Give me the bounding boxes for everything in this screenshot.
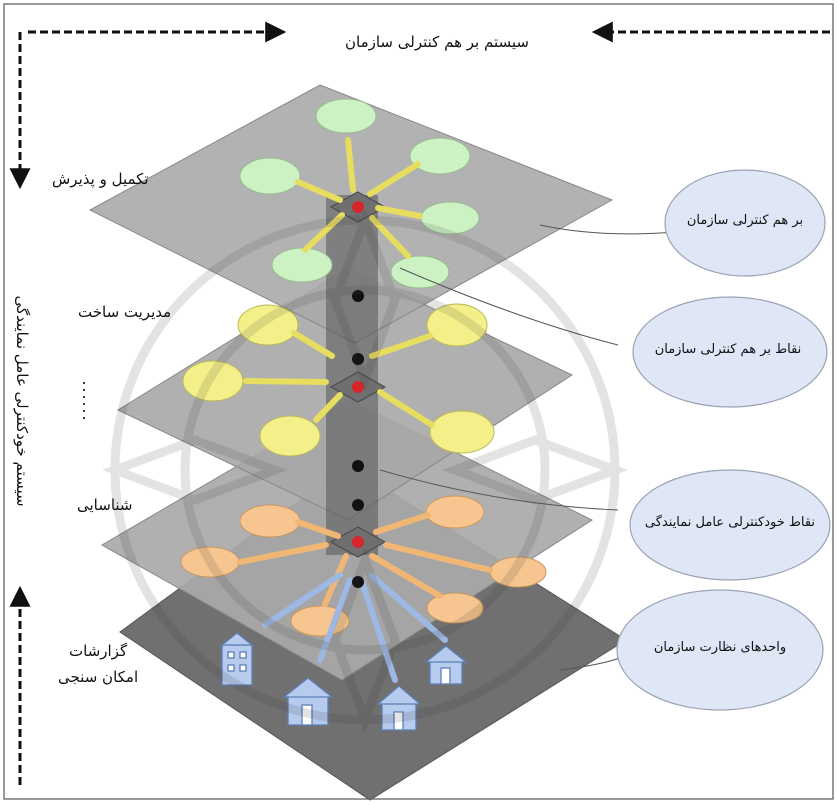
building-icon (282, 677, 334, 726)
red-control-point (352, 381, 364, 393)
building-icon (424, 645, 468, 685)
layer-label-reports: گزارشات امکان سنجی (58, 642, 139, 686)
yellow-node (259, 415, 321, 457)
vertical-dots: ...... (81, 369, 87, 423)
orange-node (426, 592, 484, 624)
green-node (390, 255, 450, 289)
red-control-point (352, 536, 364, 548)
black-self-control-point (352, 353, 364, 365)
building-icons (220, 632, 468, 731)
building-icon (376, 685, 422, 731)
diagram-title: سیستم بر هم کنترلی سازمان (345, 33, 529, 51)
layer2-arrows (243, 330, 435, 428)
yellow-node (429, 410, 495, 454)
callout-text-control: بر هم کنترلی سازمان (686, 213, 804, 228)
black-self-control-point (352, 499, 364, 511)
layer1-arrows (295, 137, 423, 259)
yellow-node (237, 304, 299, 346)
red-control-point (352, 201, 364, 213)
black-self-control-point (352, 460, 364, 472)
callout-ellipse (629, 469, 831, 581)
black-self-control-point (352, 290, 364, 302)
callout-connectors (379, 224, 677, 671)
green-node (239, 157, 301, 195)
callout-text-control-points: نقاط بر هم کنترلی سازمان (654, 342, 802, 357)
callout-ellipse (616, 589, 824, 711)
vertical-axis-label: سیستم خودکنترلی عامل نمایندگی (13, 295, 31, 507)
layer1-nodes (239, 98, 480, 289)
callout-ellipse (632, 296, 828, 408)
watermark-seal (102, 207, 628, 733)
layer-label-construction: مدیریت ساخت (78, 303, 172, 321)
layer-label-identification: شناسایی (77, 496, 133, 514)
layer2-nodes (182, 303, 495, 457)
layer4-arrows (262, 572, 448, 683)
outer-frame (3, 3, 834, 800)
green-node (271, 247, 333, 283)
yellow-node (426, 303, 488, 347)
callouts (616, 169, 831, 711)
green-node (409, 137, 471, 175)
layer3-nodes (180, 495, 547, 637)
building-icon (220, 632, 254, 686)
orange-node (239, 504, 301, 538)
callout-text-monitoring-units: واحدهای نظارت سازمان (653, 640, 787, 655)
callout-ellipse (664, 169, 826, 277)
black-self-control-point (352, 576, 364, 588)
callout-text-self-control-points: نقاط خودکنترلی عامل نمایندگی (644, 515, 816, 530)
orange-node (425, 495, 485, 529)
green-node (315, 98, 377, 134)
layer-label-acceptance: تکمیل و پذیرش (52, 170, 149, 188)
